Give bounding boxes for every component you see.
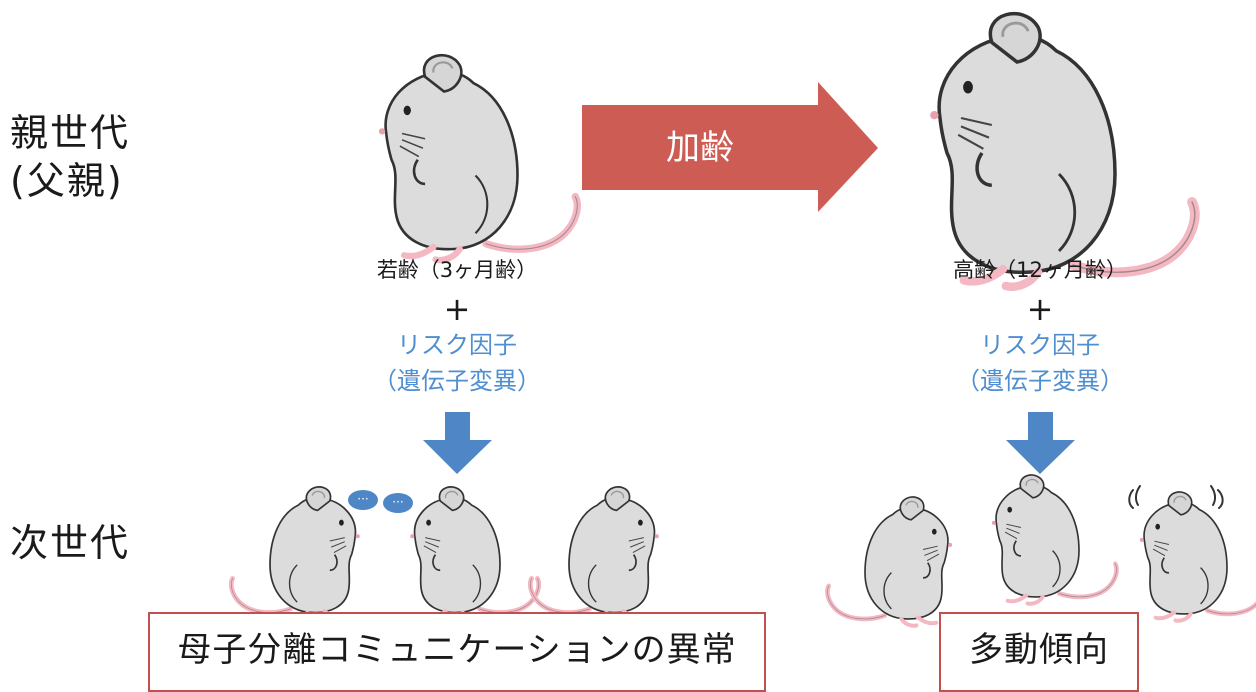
parent-generation-sublabel: (父親) xyxy=(10,159,124,203)
old-risk-detail: （遺伝子変異） xyxy=(956,367,1124,395)
speech-bubble-2: ··· xyxy=(383,493,413,513)
next-generation-label: 次世代 xyxy=(10,521,131,565)
offspring-mouse-young-2 xyxy=(410,487,538,620)
offspring-mouse-young-1 xyxy=(231,487,359,620)
old-outcome-box: 多動傾向 xyxy=(939,612,1139,692)
offspring-mouse-old-2 xyxy=(992,475,1117,604)
motion-lines xyxy=(1128,485,1224,509)
diagram-graphics: ··· ··· xyxy=(0,0,1256,676)
young-plus: + xyxy=(443,290,471,328)
aging-label: 加齢 xyxy=(666,128,734,168)
svg-text:···: ··· xyxy=(392,495,403,509)
old-plus: + xyxy=(1026,290,1054,328)
old-age-label: 高齢（12ヶ月齢） xyxy=(953,258,1127,282)
svg-text:···: ··· xyxy=(357,492,368,506)
young-outcome-box: 母子分離コミュニケーションの異常 xyxy=(148,612,766,692)
offspring-mouse-old-3 xyxy=(1140,492,1256,621)
offspring-mouse-old-1 xyxy=(827,497,952,626)
young-risk-factor: リスク因子 xyxy=(397,331,517,359)
old-risk-factor: リスク因子 xyxy=(980,331,1100,359)
old-father-mouse xyxy=(930,14,1195,287)
young-down-arrow xyxy=(423,412,492,474)
aging-arrow xyxy=(582,82,878,212)
old-down-arrow xyxy=(1006,412,1075,474)
offspring-mouse-young-3 xyxy=(530,487,658,620)
young-father-mouse xyxy=(379,55,577,260)
speech-bubble-1: ··· xyxy=(348,490,378,510)
parent-generation-label: 親世代 xyxy=(10,111,131,155)
young-age-label: 若齢（3ヶ月齢） xyxy=(376,258,538,282)
young-risk-detail: （遺伝子変異） xyxy=(373,367,541,395)
